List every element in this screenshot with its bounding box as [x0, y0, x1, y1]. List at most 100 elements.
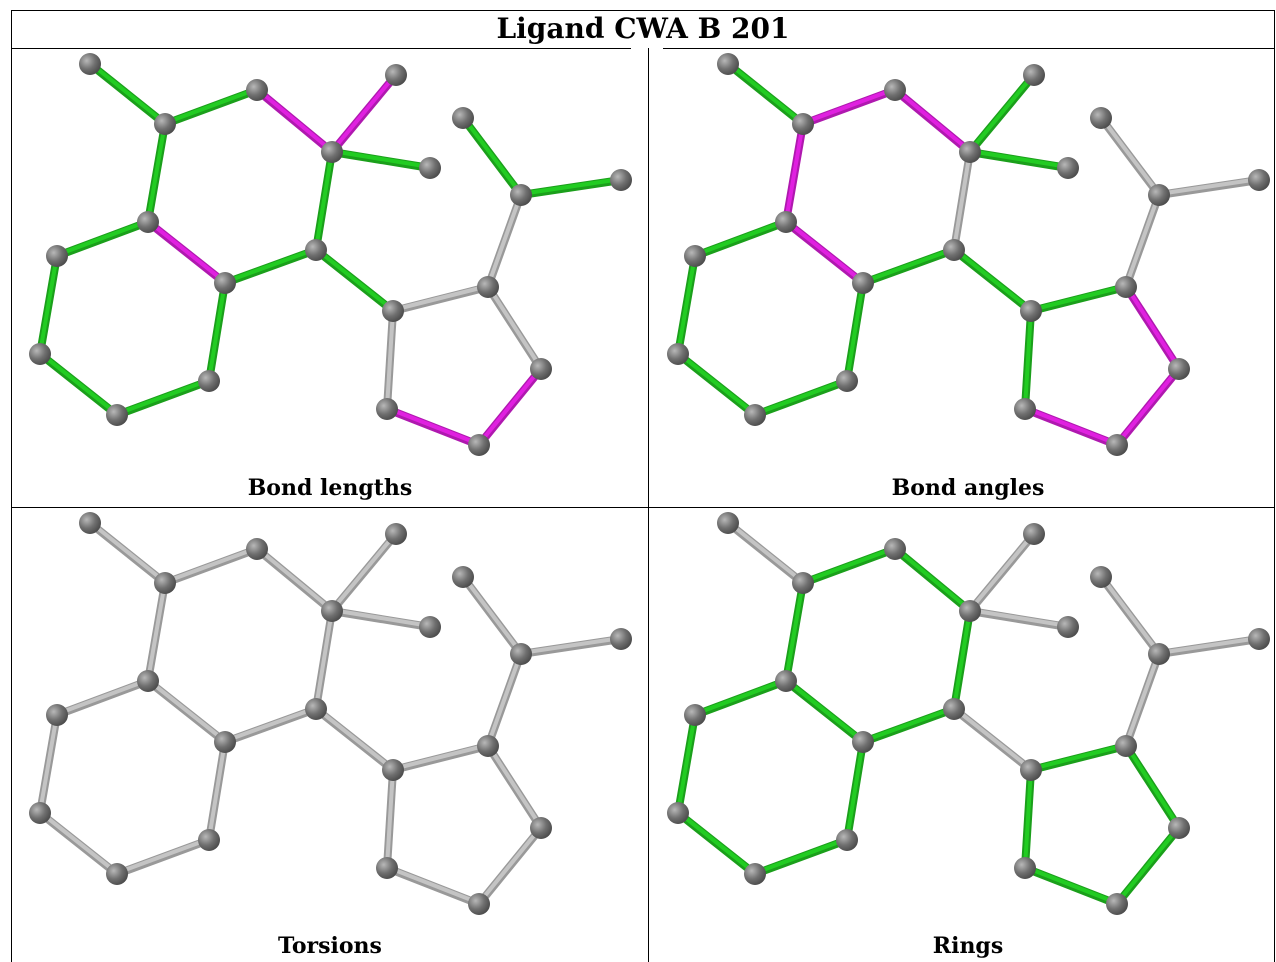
- atom: [943, 239, 965, 261]
- bond: [113, 377, 213, 419]
- column-divider: [648, 48, 649, 962]
- atom: [246, 538, 268, 560]
- atom: [154, 572, 176, 594]
- bond: [1113, 824, 1183, 908]
- atom: [79, 512, 101, 534]
- bond: [328, 607, 434, 631]
- atom: [1090, 566, 1112, 588]
- atom: [46, 245, 68, 267]
- atom: [385, 523, 407, 545]
- bond: [674, 252, 699, 358]
- atom: [214, 272, 236, 294]
- atom: [154, 113, 176, 135]
- bond: [312, 246, 397, 315]
- bond: [950, 148, 974, 254]
- bond: [312, 148, 336, 254]
- atom: [717, 53, 739, 75]
- bond: [1097, 573, 1163, 658]
- atom: [452, 566, 474, 588]
- atom: [385, 64, 407, 86]
- atom: [510, 184, 532, 206]
- atom: [419, 616, 441, 638]
- atom: [1148, 643, 1170, 665]
- bond: [86, 60, 169, 128]
- bond: [484, 742, 545, 832]
- bond: [383, 405, 483, 449]
- atom: [744, 404, 766, 426]
- bond: [782, 579, 807, 685]
- atom: [1115, 276, 1137, 298]
- atom: [376, 857, 398, 879]
- bond: [389, 283, 492, 315]
- bond: [691, 677, 790, 719]
- bond: [1027, 283, 1130, 315]
- title-divider-left: [11, 48, 631, 49]
- bond: [782, 218, 867, 287]
- panel-bond-lengths: [0, 0, 648, 507]
- bond: [966, 148, 1072, 172]
- bond: [799, 545, 899, 587]
- atom: [106, 863, 128, 885]
- bond: [950, 607, 974, 713]
- row-divider: [11, 507, 1275, 508]
- atom: [610, 169, 632, 191]
- atom: [29, 343, 51, 365]
- molecule-bond-angles: [667, 53, 1270, 456]
- bond: [36, 252, 61, 358]
- bond: [144, 120, 169, 226]
- atom: [214, 731, 236, 753]
- bond: [1021, 307, 1035, 413]
- bond: [161, 86, 261, 128]
- bond: [459, 573, 525, 658]
- bond: [312, 607, 336, 713]
- atom: [530, 817, 552, 839]
- bond: [724, 60, 807, 128]
- caption-bond-angles: Bond angles: [891, 475, 1045, 501]
- bond: [221, 705, 320, 746]
- bond: [1122, 191, 1163, 291]
- panel-rings: [649, 508, 1275, 962]
- bond: [312, 705, 397, 774]
- bond: [205, 738, 229, 844]
- bond: [751, 836, 851, 878]
- bond: [1122, 742, 1183, 832]
- atom: [305, 239, 327, 261]
- bond: [144, 677, 229, 746]
- table-title: Ligand CWA B 201: [496, 12, 790, 45]
- atom: [1168, 358, 1190, 380]
- bond: [86, 519, 169, 587]
- molecule-bond-lengths: [29, 53, 632, 456]
- bond: [950, 246, 1035, 315]
- bond: [859, 246, 958, 287]
- atom: [884, 538, 906, 560]
- atom: [1023, 64, 1045, 86]
- atom: [1148, 184, 1170, 206]
- bond: [782, 120, 807, 226]
- atom: [321, 141, 343, 163]
- atom: [775, 211, 797, 233]
- atom: [477, 735, 499, 757]
- atom: [1057, 616, 1079, 638]
- atom: [468, 893, 490, 915]
- bond: [389, 742, 492, 774]
- atom: [452, 107, 474, 129]
- atom: [419, 157, 441, 179]
- bond: [36, 711, 61, 817]
- bond: [253, 86, 336, 156]
- bond: [1097, 114, 1163, 199]
- bond: [1155, 176, 1263, 199]
- bond: [113, 836, 213, 878]
- bond: [144, 218, 229, 287]
- atom: [1023, 523, 1045, 545]
- atom: [137, 670, 159, 692]
- bond: [782, 677, 867, 746]
- bond: [891, 545, 974, 615]
- bond: [161, 545, 261, 587]
- atom: [1248, 169, 1270, 191]
- bond: [1021, 864, 1121, 908]
- atom: [376, 398, 398, 420]
- bond: [966, 607, 1072, 631]
- atom: [884, 79, 906, 101]
- bond: [221, 246, 320, 287]
- atom: [959, 600, 981, 622]
